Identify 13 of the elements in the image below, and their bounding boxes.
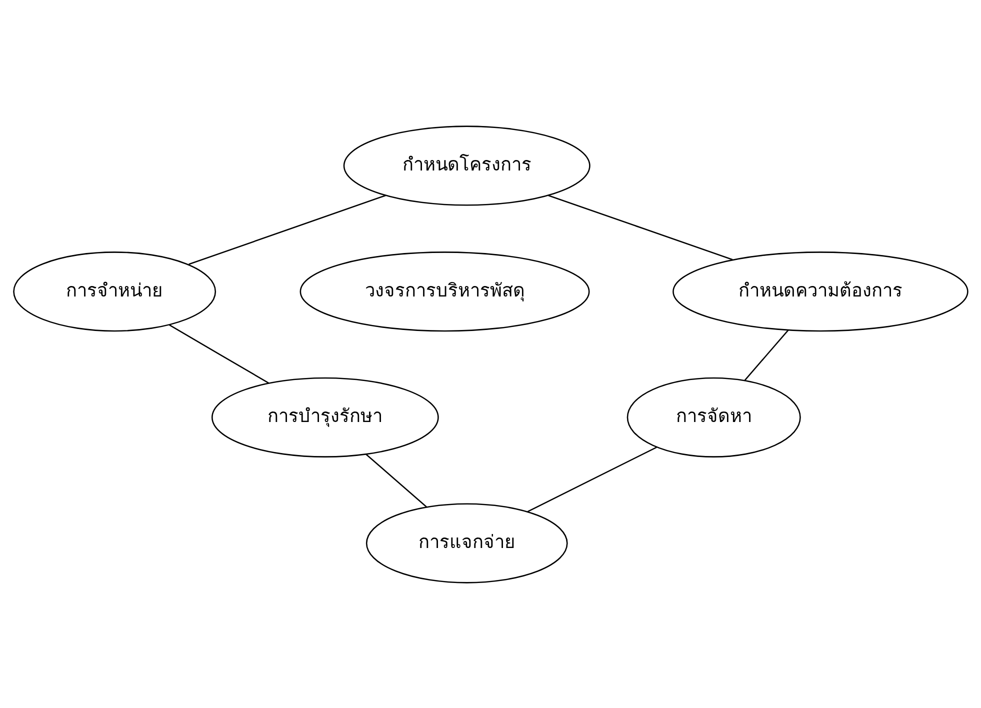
node-ellipse: การจำหน่าย [13,251,216,332]
connector [188,194,386,264]
node-ellipse: การจัดหา [626,376,801,457]
connector [744,329,789,380]
node-ellipse: การบำรุงรักษา [211,376,439,457]
node-ellipse: กำหนดโครงการ [343,125,590,206]
connector [548,194,733,260]
connector [366,453,427,507]
node-ellipse: วงจรการบริหารพัสดุ [300,251,590,332]
node-ellipse: การแจกจ่าย [366,502,568,583]
node-ellipse: กำหนดความต้องการ [672,251,968,332]
connector [527,446,657,512]
connector [169,324,270,384]
